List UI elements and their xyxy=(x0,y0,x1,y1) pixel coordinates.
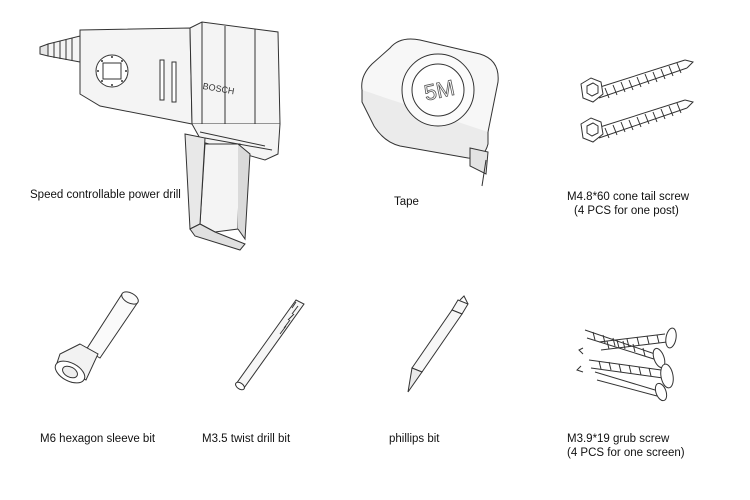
cone-tail-screw-icon xyxy=(575,48,695,158)
twist-drill-bit-icon xyxy=(232,298,307,394)
power-drill-icon: BOSCH xyxy=(40,14,300,249)
drill-label: Speed controllable power drill xyxy=(30,189,181,201)
grub-screw-label: M3.9*19 grub screw (4 PCS for one screen… xyxy=(567,433,685,459)
tape-measure-icon: 5M xyxy=(360,36,520,186)
sleeve-bit-label: M6 hexagon sleeve bit xyxy=(40,433,156,445)
grub-screw-icon xyxy=(575,320,695,400)
twist-bit-label: M3.5 twist drill bit xyxy=(202,433,291,445)
phillips-bit-icon xyxy=(398,296,474,394)
tape-label: Tape xyxy=(394,196,419,208)
cone-screw-label: M4.8*60 cone tail screw (4 PCS for one p… xyxy=(567,191,690,217)
phillips-bit-label: phillips bit xyxy=(389,433,440,445)
tape-marking-text: 5M xyxy=(422,75,457,106)
hexagon-sleeve-bit-icon xyxy=(50,290,145,390)
